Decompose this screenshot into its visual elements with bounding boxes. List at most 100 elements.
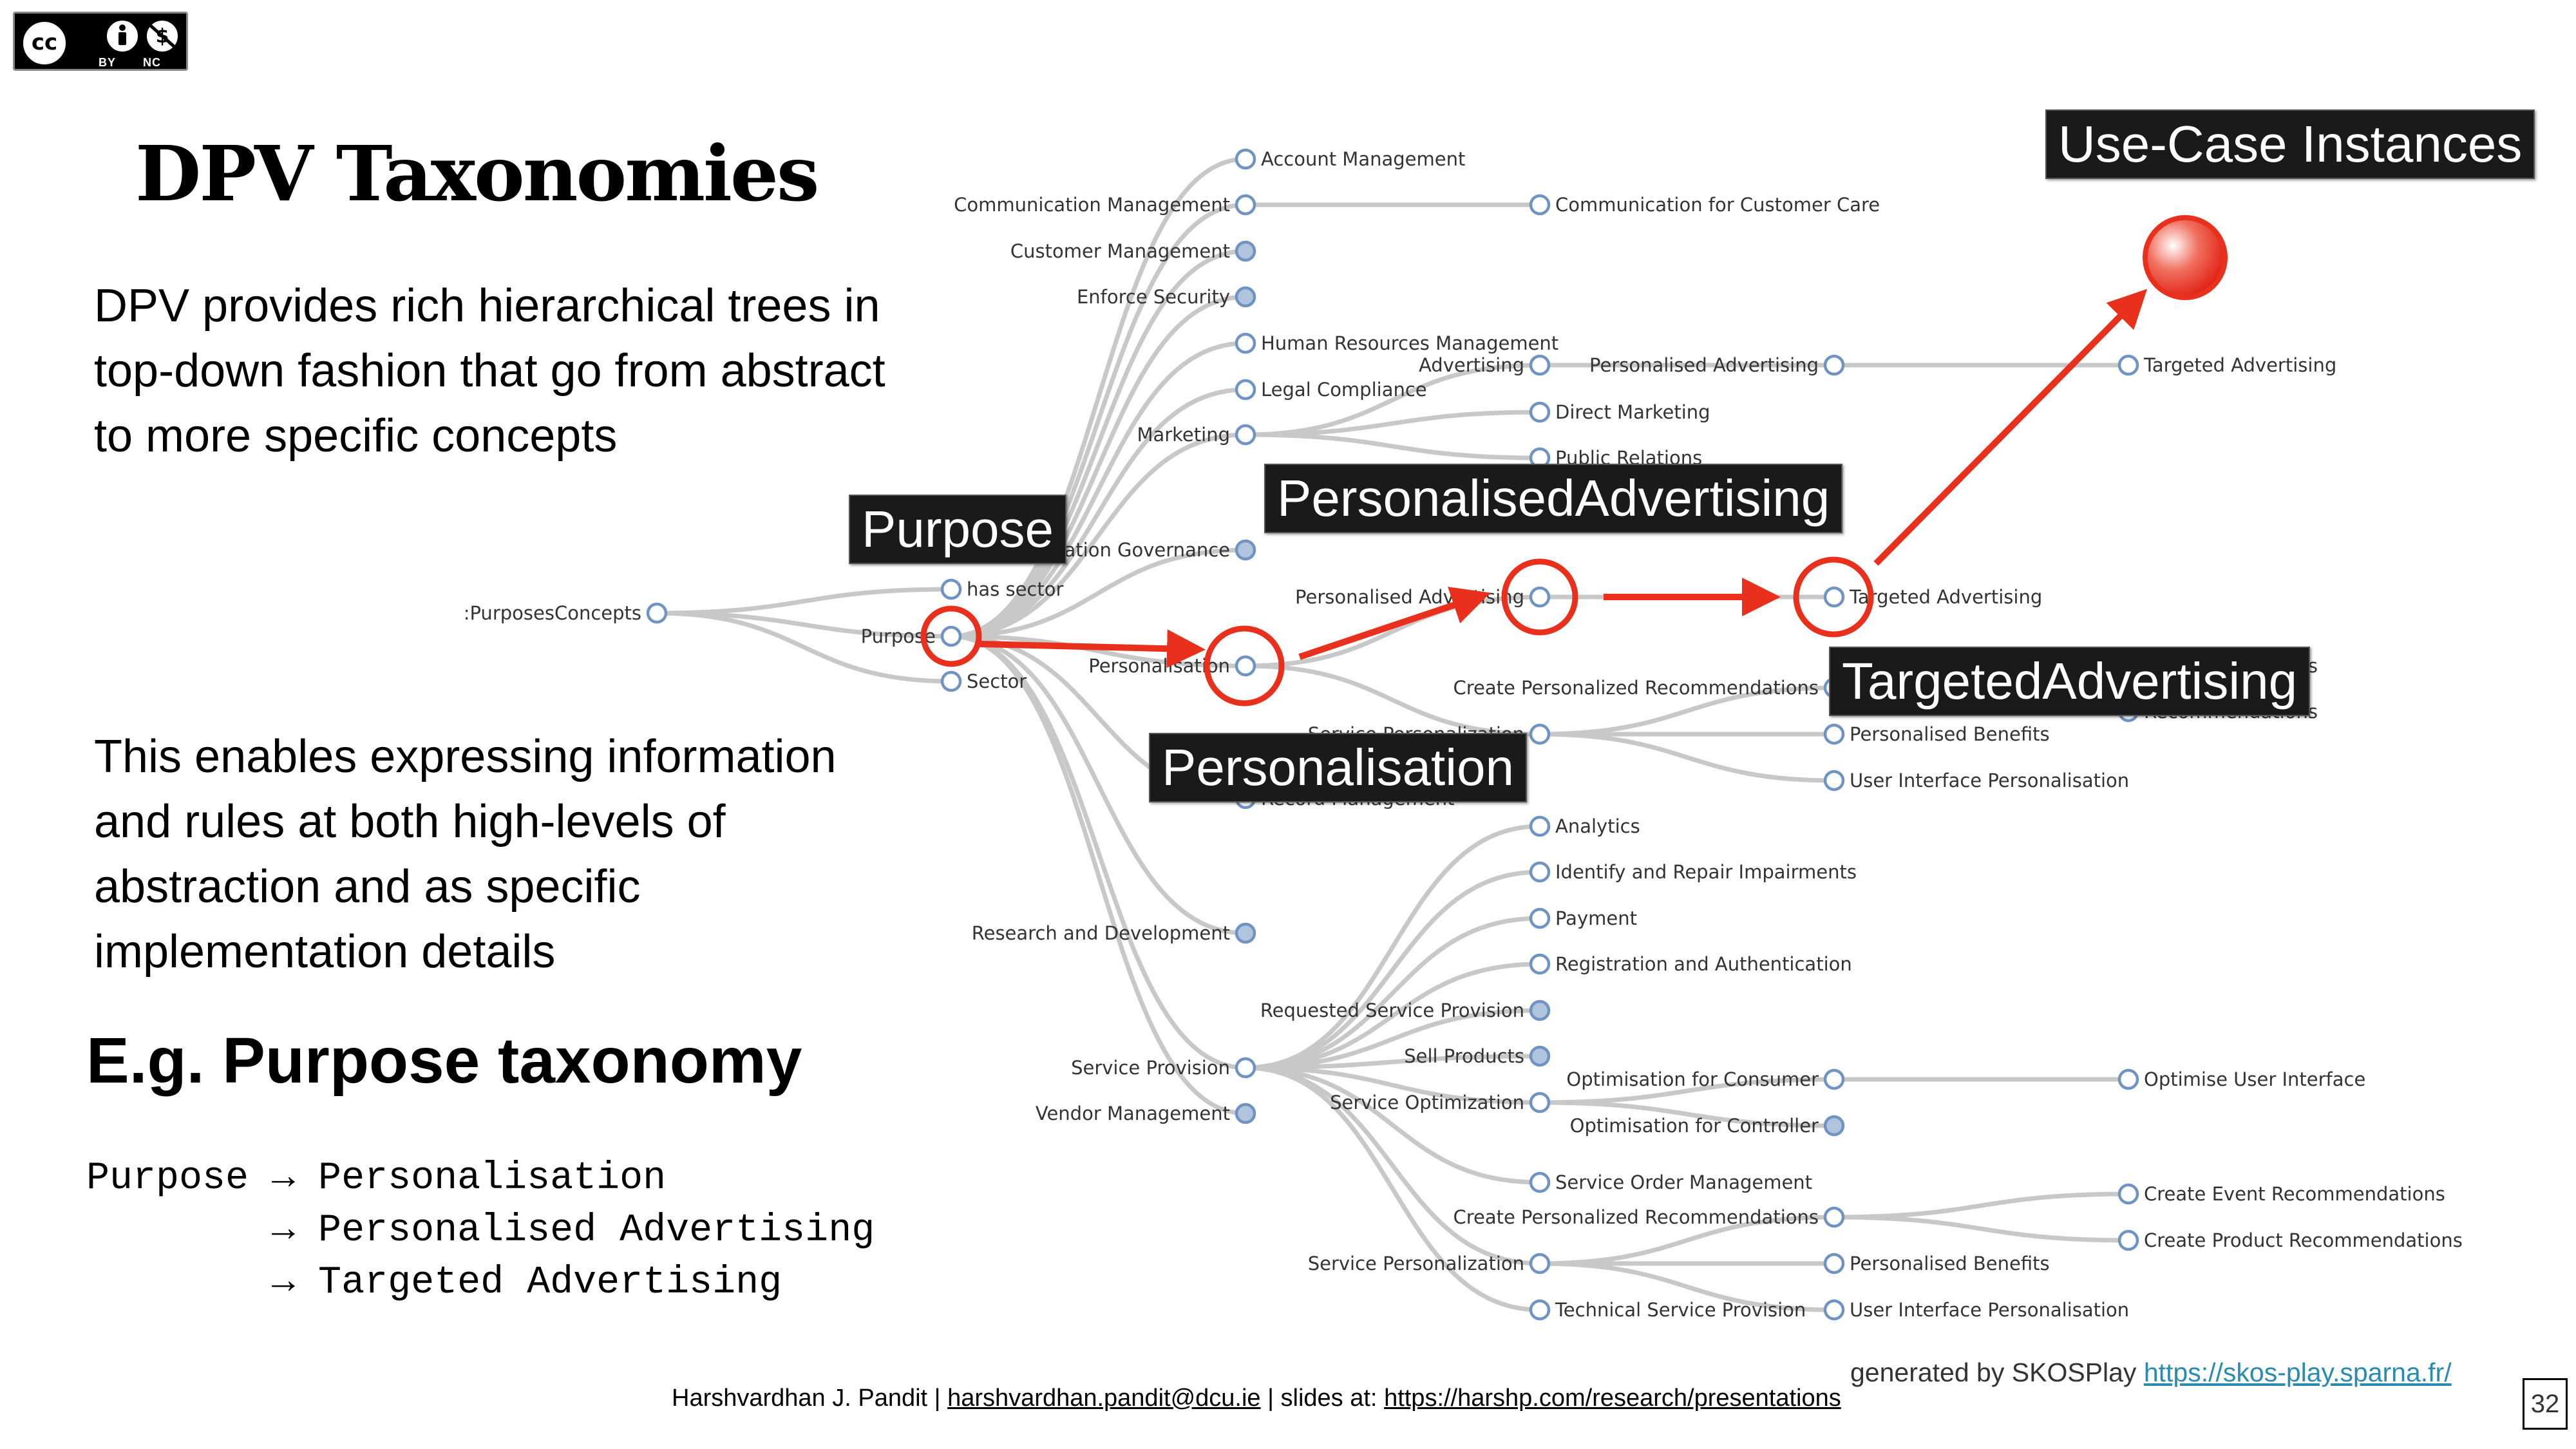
tree-node-enforce-security[interactable]: Enforce Security: [1077, 286, 1256, 308]
node-label: :PurposesConcepts: [464, 602, 641, 624]
node-circle[interactable]: [1529, 861, 1551, 883]
node-circle[interactable]: [2117, 1229, 2139, 1251]
tree-node-technical-service-provision[interactable]: Technical Service Provision: [1529, 1299, 1806, 1321]
tree-node-create-personalized-recs-b[interactable]: Create Personalized Recommendations: [1453, 1206, 1845, 1228]
tree-node-targeted-advertising-a[interactable]: Targeted Advertising: [2117, 354, 2336, 376]
tree-node-vendor-management[interactable]: Vendor Management: [1036, 1103, 1256, 1124]
node-circle[interactable]: [1529, 401, 1551, 423]
tree-node-targeted-advertising-b[interactable]: Targeted Advertising: [1823, 586, 2042, 608]
node-circle[interactable]: [1823, 723, 1845, 745]
node-circle[interactable]: [1529, 586, 1551, 608]
node-circle[interactable]: [940, 670, 962, 692]
tree-node-requested-service-provision[interactable]: Requested Service Provision: [1260, 999, 1551, 1021]
node-circle[interactable]: [1529, 194, 1551, 216]
tree-node-sell-products[interactable]: Sell Products: [1404, 1045, 1551, 1067]
node-circle[interactable]: [2117, 1183, 2139, 1205]
node-circle[interactable]: [1235, 922, 1256, 944]
tree-node-analytics[interactable]: Analytics: [1529, 815, 1640, 837]
node-circle[interactable]: [1235, 379, 1256, 401]
node-circle[interactable]: [1823, 586, 1845, 608]
node-circle[interactable]: [2117, 1068, 2139, 1090]
tree-node-communication-customer-care[interactable]: Communication for Customer Care: [1529, 194, 1880, 216]
tree-node-create-product-recs[interactable]: Create Product Recommendations: [2117, 1229, 2463, 1251]
node-circle[interactable]: [1529, 1092, 1551, 1113]
node-circle[interactable]: [1235, 240, 1256, 262]
tree-node-purpose[interactable]: Purpose: [861, 625, 962, 647]
tree-node-marketing[interactable]: Marketing: [1137, 424, 1256, 446]
footer-slides-link[interactable]: https://harshp.com/research/presentation…: [1384, 1385, 1841, 1412]
tree-node-personalised-benefits-a[interactable]: Personalised Benefits: [1823, 723, 2050, 745]
node-circle[interactable]: [1235, 332, 1256, 354]
node-circle[interactable]: [1235, 655, 1256, 677]
tree-node-research-development[interactable]: Research and Development: [972, 922, 1256, 944]
node-circle[interactable]: [1823, 1253, 1845, 1274]
tree-node-hr-management[interactable]: Human Resources Management: [1235, 332, 1558, 354]
node-circle[interactable]: [1823, 354, 1845, 376]
use-case-instance-icon: [2143, 215, 2228, 300]
tree-node-create-event-recs[interactable]: Create Event Recommendations: [2117, 1183, 2445, 1205]
node-circle[interactable]: [1235, 148, 1256, 170]
node-circle[interactable]: [1529, 1299, 1551, 1321]
node-circle[interactable]: [1529, 723, 1551, 745]
tree-edge: [1245, 663, 1540, 737]
tree-node-service-provision[interactable]: Service Provision: [1071, 1057, 1256, 1079]
slide-title: DPV Taxonomies: [135, 129, 819, 218]
node-circle[interactable]: [1235, 286, 1256, 308]
node-circle[interactable]: [1823, 1299, 1845, 1321]
node-label: User Interface Personalisation: [1850, 1299, 2129, 1321]
tree-node-service-order-management[interactable]: Service Order Management: [1529, 1171, 1812, 1193]
tree-node-direct-marketing[interactable]: Direct Marketing: [1529, 401, 1710, 423]
tree-node-optimisation-consumer[interactable]: Optimisation for Consumer: [1566, 1068, 1845, 1090]
tree-node-communication-management[interactable]: Communication Management: [954, 194, 1256, 216]
node-circle[interactable]: [1529, 354, 1551, 376]
tree-node-legal-compliance[interactable]: Legal Compliance: [1235, 379, 1427, 401]
tree-node-identify-repair[interactable]: Identify and Repair Impairments: [1529, 861, 1857, 883]
tree-node-ui-personalisation-b[interactable]: User Interface Personalisation: [1823, 1299, 2129, 1321]
node-circle[interactable]: [1529, 999, 1551, 1021]
node-circle[interactable]: [1823, 1115, 1845, 1137]
tree-node-service-personalization-b[interactable]: Service Personalization: [1308, 1253, 1551, 1274]
tree-node-optimise-ui[interactable]: Optimise User Interface: [2117, 1068, 2365, 1090]
node-circle[interactable]: [1823, 1068, 1845, 1090]
footer-author: Harshvardhan J. Pandit |: [672, 1385, 948, 1412]
tree-node-create-personalized-recs-a[interactable]: Create Personalized Recommendations: [1453, 677, 1845, 699]
node-circle[interactable]: [1235, 424, 1256, 446]
tree-node-root[interactable]: :PurposesConcepts: [464, 602, 668, 624]
node-circle[interactable]: [1529, 1171, 1551, 1193]
tree-node-advertising[interactable]: Advertising: [1419, 354, 1551, 376]
node-circle[interactable]: [1529, 1045, 1551, 1067]
node-label: Service Provision: [1071, 1057, 1230, 1079]
node-circle[interactable]: [1235, 1103, 1256, 1124]
node-circle[interactable]: [1529, 815, 1551, 837]
node-circle[interactable]: [940, 625, 962, 647]
tree-node-personalised-benefits-b[interactable]: Personalised Benefits: [1823, 1253, 2050, 1274]
tree-node-optimisation-controller[interactable]: Optimisation for Controller: [1570, 1115, 1845, 1137]
node-circle[interactable]: [1529, 953, 1551, 975]
tree-node-personalisation[interactable]: Personalisation: [1088, 655, 1256, 677]
node-circle[interactable]: [1529, 1253, 1551, 1274]
node-circle[interactable]: [1235, 194, 1256, 216]
tree-node-payment[interactable]: Payment: [1529, 907, 1637, 929]
tree-node-sector[interactable]: Sector: [940, 670, 1027, 692]
node-circle[interactable]: [2117, 354, 2139, 376]
footer-email-link[interactable]: harshvardhan.pandit@dcu.ie: [947, 1385, 1261, 1412]
node-circle[interactable]: [940, 578, 962, 600]
skosplay-link[interactable]: https://skos-play.sparna.fr/: [2143, 1358, 2452, 1387]
node-circle[interactable]: [1529, 907, 1551, 929]
tree-node-has-sector[interactable]: has sector: [940, 578, 1063, 600]
tree-node-account-management[interactable]: Account Management: [1235, 148, 1465, 170]
page-number: 32: [2523, 1378, 2568, 1430]
tree-node-customer-management[interactable]: Customer Management: [1010, 240, 1256, 262]
tree-node-service-optimization[interactable]: Service Optimization: [1330, 1092, 1551, 1113]
tree-edge: [951, 634, 1246, 1116]
tree-node-registration-auth[interactable]: Registration and Authentication: [1529, 953, 1852, 975]
tree-node-personalised-advertising-a[interactable]: Personalised Advertising: [1589, 354, 1845, 376]
node-circle[interactable]: [1235, 539, 1256, 561]
node-circle[interactable]: [1235, 1057, 1256, 1079]
node-circle[interactable]: [1823, 1206, 1845, 1228]
tree-node-personalised-advertising-b[interactable]: Personalised Advertising: [1295, 586, 1551, 608]
node-circle[interactable]: [1823, 770, 1845, 791]
tree-node-ui-personalisation-a[interactable]: User Interface Personalisation: [1823, 770, 2129, 791]
node-circle[interactable]: [646, 602, 668, 624]
